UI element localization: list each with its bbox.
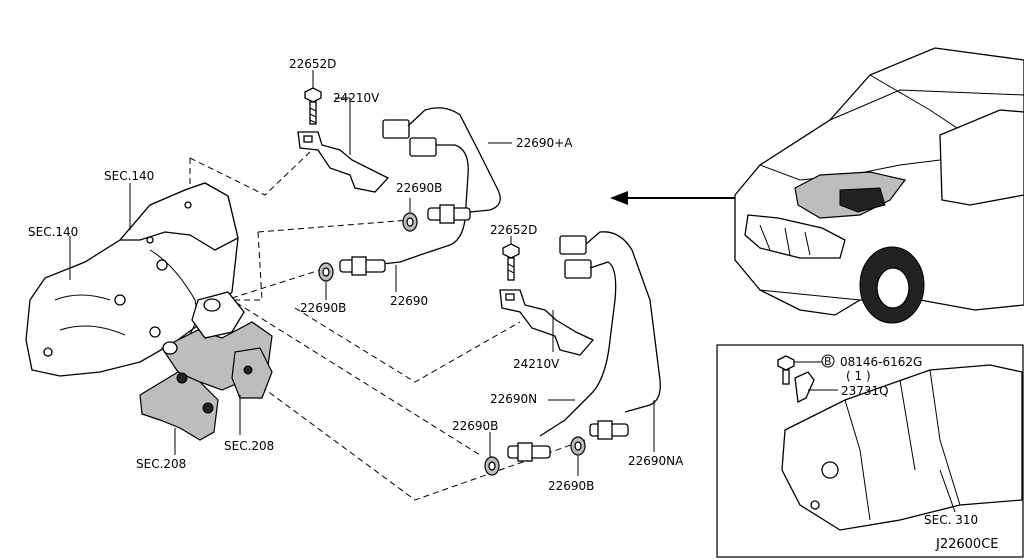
heat-insulator <box>25 182 239 377</box>
label-inset-bolt-marker: B <box>824 355 832 368</box>
label-gasket-b4: 22690B <box>548 479 594 493</box>
label-inset-bolt-qty: ( 1 ) <box>846 369 871 383</box>
label-sec208-a: SEC.208 <box>136 457 186 471</box>
label-bolt-top: 22652D <box>289 57 336 71</box>
leader-lines <box>69 70 956 513</box>
inset-panel <box>716 344 1024 558</box>
bracket-mid <box>499 289 595 356</box>
label-inset-bolt-part: 08146-6162G <box>840 355 922 369</box>
label-bracket-mid: 24210V <box>513 357 560 371</box>
label-bracket-top: 24210V <box>333 91 380 105</box>
bolt-mid <box>502 243 520 281</box>
label-gasket-b2: 22690B <box>300 301 346 315</box>
label-bolt-mid: 22652D <box>490 223 537 237</box>
label-sensor-a: 22690+A <box>516 136 573 150</box>
label-gasket-b3: 22690B <box>452 419 498 433</box>
label-sec140-upper: SEC.140 <box>104 169 154 183</box>
bolt-upper <box>304 87 322 125</box>
label-sensor-front: 22690 <box>390 294 428 308</box>
bracket-upper <box>297 131 390 193</box>
oxygen-sensor-upper <box>318 107 501 282</box>
label-sensor-na: 22690NA <box>628 454 684 468</box>
label-sec208-b: SEC.208 <box>224 439 274 453</box>
exhaust-manifold <box>139 291 273 441</box>
label-gasket-b1: 22690B <box>396 181 442 195</box>
label-sec140-left: SEC.140 <box>28 225 78 239</box>
oxygen-sensor-lower <box>484 231 661 476</box>
label-sensor-n: 22690N <box>490 392 537 406</box>
label-inset-sec: SEC. 310 <box>924 513 978 527</box>
label-inset-switch: 23731Q <box>841 384 889 398</box>
part-labels: 22652D 24210V 22690+A 22690B 22690B 2269… <box>28 57 998 552</box>
label-diagram-code: J22600CE <box>935 537 998 552</box>
vehicle-illustration <box>734 47 1024 324</box>
